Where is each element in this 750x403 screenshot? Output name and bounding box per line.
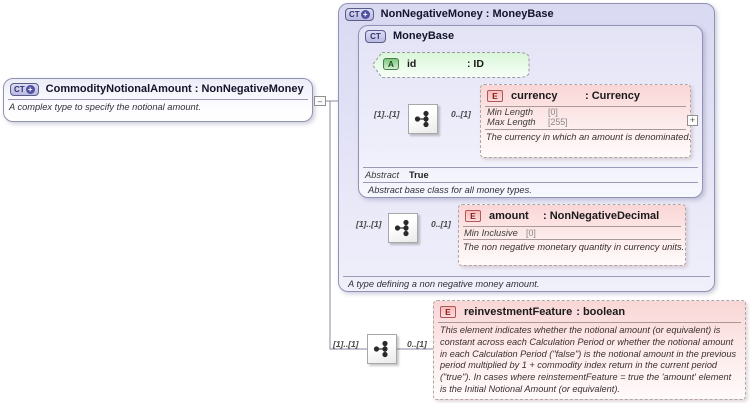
commodity-annotation: A complex type to specify the notional a… <box>9 102 201 112</box>
reinvestment-element-box[interactable]: E reinvestmentFeature : boolean This ele… <box>433 300 746 400</box>
complex-type-icon: CT + <box>10 82 39 96</box>
element-icon: E <box>465 209 481 222</box>
abstract-value: True <box>409 170 429 180</box>
ct-label: CT <box>14 84 25 94</box>
cardinality-reinvestment-left: [1]..[1] <box>333 339 359 349</box>
facet-value: [255] <box>548 117 568 127</box>
id-attribute-row: A id : ID <box>383 58 484 70</box>
facet-label: Min Inclusive <box>464 228 518 238</box>
commodity-title: CommodityNotionalAmount : NonNegativeMon… <box>45 83 304 95</box>
facet-label: Max Length <box>487 117 536 127</box>
sequence-icon-currency[interactable] <box>408 104 438 134</box>
amount-annotation: The non negative monetary quantity in cu… <box>463 242 685 252</box>
ct-label: CT <box>349 9 360 19</box>
id-type: : ID <box>467 58 484 70</box>
moneybase-annotation: Abstract base class for all money types. <box>368 185 532 195</box>
abstract-label: Abstract <box>365 170 400 180</box>
moneybase-header: CT MoneyBase <box>359 26 702 46</box>
ct-label: CT <box>370 31 381 41</box>
divider <box>485 106 686 107</box>
currency-annotation: The currency in which an amount is denom… <box>486 132 692 142</box>
nonnegativemoney-header: CT + NonNegativeMoney : MoneyBase <box>339 4 714 24</box>
currency-element-box[interactable]: E currency : Currency Min Length [0] Max… <box>480 84 691 158</box>
facet-label: Min Length <box>487 107 533 117</box>
reinvestment-type: : boolean <box>576 305 626 318</box>
sequence-glyph <box>373 340 388 358</box>
commodity-notional-amount-box[interactable]: CT + CommodityNotionalAmount : NonNegati… <box>3 78 313 122</box>
plus-icon: + <box>360 9 370 19</box>
reinvestment-header: E reinvestmentFeature : boolean <box>434 301 745 322</box>
sequence-icon-amount[interactable] <box>388 213 418 243</box>
complex-type-icon: CT + <box>345 7 374 21</box>
amount-header: E amount : NonNegativeDecimal <box>459 205 685 226</box>
currency-name: currency <box>511 89 558 102</box>
cardinality-currency-left: [1]..[1] <box>374 109 400 119</box>
sequence-icon-reinvestment[interactable] <box>367 334 397 364</box>
divider <box>485 129 686 130</box>
amount-element-box[interactable]: E amount : NonNegativeDecimal Min Inclus… <box>458 204 686 266</box>
facet-value: [0] <box>526 228 536 238</box>
facet-min-length: Min Length [0] <box>481 107 690 117</box>
abstract-row: Abstract True <box>363 167 698 183</box>
divider <box>438 322 741 323</box>
reinvestment-name: reinvestmentFeature <box>464 305 573 318</box>
collapse-toggle[interactable]: – <box>314 96 326 106</box>
facet-value: [0] <box>548 107 558 117</box>
id-name: id <box>407 58 417 70</box>
moneybase-title: MoneyBase <box>393 30 455 42</box>
abstract-section: Abstract True Abstract base class for al… <box>363 167 698 197</box>
divider <box>8 99 308 100</box>
attribute-icon: A <box>383 58 399 70</box>
commodity-header: CT + CommodityNotionalAmount : NonNegati… <box>4 79 312 99</box>
facet-min-inclusive: Min Inclusive [0] <box>459 227 685 239</box>
divider <box>463 226 681 227</box>
cardinality-currency-right: 0..[1] <box>451 109 471 119</box>
divider <box>463 239 681 240</box>
amount-type: : NonNegativeDecimal <box>543 209 660 222</box>
sequence-glyph <box>414 110 429 128</box>
cardinality-amount-left: [1]..[1] <box>356 219 382 229</box>
nonnegativemoney-annotation: A type defining a non negative money amo… <box>348 279 540 289</box>
amount-name: amount <box>489 209 529 222</box>
element-icon: E <box>487 89 503 102</box>
currency-type: : Currency <box>585 89 641 102</box>
complex-type-icon: CT <box>365 29 386 43</box>
cardinality-amount-right: 0..[1] <box>431 219 451 229</box>
cardinality-reinvestment-right: 0..[1] <box>407 339 427 349</box>
expand-currency-button[interactable]: + <box>687 115 698 126</box>
id-attribute-box[interactable]: A id : ID <box>371 52 530 78</box>
facet-max-length: Max Length [255] <box>481 117 690 127</box>
element-icon: E <box>440 305 456 318</box>
divider: A type defining a non negative money amo… <box>343 276 710 291</box>
sequence-glyph <box>394 219 409 237</box>
plus-icon: + <box>25 84 35 94</box>
nonnegativemoney-title: NonNegativeMoney : MoneyBase <box>380 8 554 20</box>
reinvestment-annotation: This element indicates whether the notio… <box>440 325 737 394</box>
currency-header: E currency : Currency <box>481 85 690 106</box>
id-attribute-shape <box>371 52 530 78</box>
